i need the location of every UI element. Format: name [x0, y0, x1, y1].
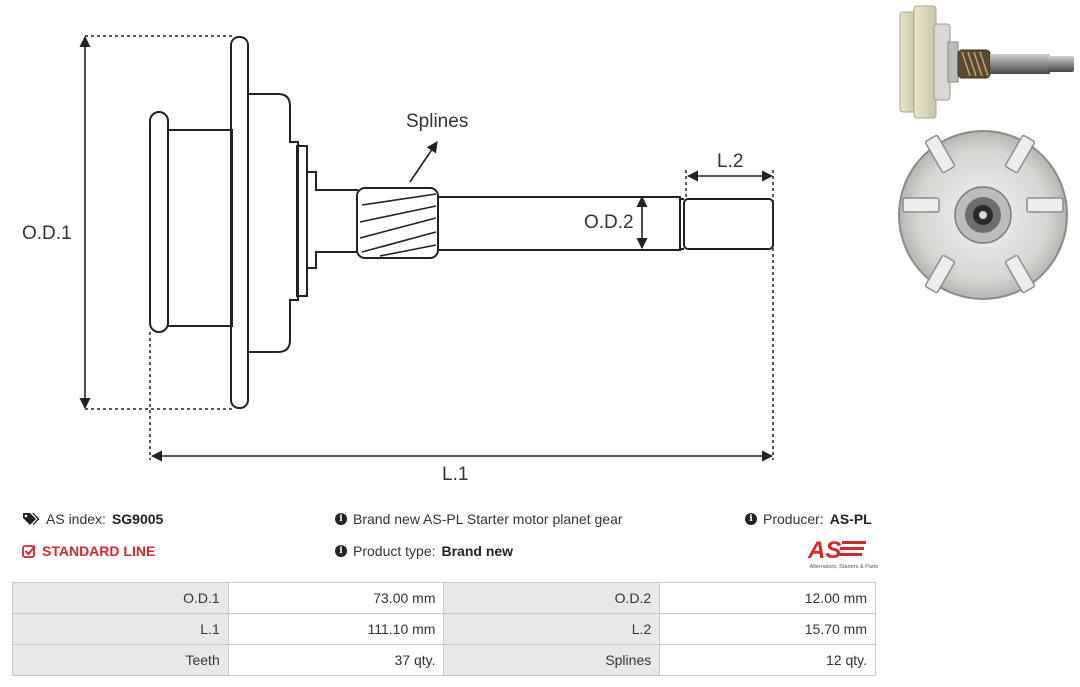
spec-key: Teeth [12, 644, 229, 676]
od2-label: O.D.2 [584, 212, 634, 233]
product-type-prefix: Product type: [353, 543, 436, 559]
splines-label: Splines [406, 111, 469, 132]
table-row: L.1 111.10 mm L.2 15.70 mm [12, 613, 876, 645]
table-row: Teeth 37 qty. Splines 12 qty. [12, 644, 876, 676]
info-icon: i [745, 513, 757, 525]
product-type-value: Brand new [441, 543, 514, 559]
spec-value: 15.70 mm [659, 613, 876, 645]
product-photo-side [899, 5, 1074, 119]
info-icon: i [335, 545, 347, 557]
gear-hub [167, 129, 233, 327]
spec-key: L.1 [12, 613, 229, 645]
spec-value: 12 qty. [659, 644, 876, 676]
spec-value: 37 qty. [227, 644, 445, 676]
product-photo-front [898, 130, 1068, 300]
spec-key: L.2 [443, 613, 661, 645]
l2-label: L.2 [717, 151, 744, 172]
shaft [438, 196, 681, 251]
technical-drawing [79, 35, 774, 462]
shaft-tip [683, 198, 774, 250]
gear-end-cap [149, 111, 169, 333]
product-type: i Product type: Brand new [335, 543, 513, 559]
standard-line-label: STANDARD LINE [42, 543, 156, 559]
spec-value: 73.00 mm [227, 582, 445, 614]
as-index: AS index: SG9005 [22, 511, 163, 527]
description-text: Brand new AS-PL Starter motor planet gea… [353, 511, 623, 527]
spec-value: 12.00 mm [659, 582, 876, 614]
producer-value: AS-PL [829, 511, 872, 527]
as-index-prefix: AS index: [46, 511, 106, 527]
shaft-step [307, 171, 358, 269]
spec-key: O.D.2 [443, 582, 661, 614]
gear-flange [296, 145, 308, 297]
standard-line: STANDARD LINE [22, 543, 155, 559]
svg-text:AS: AS [807, 537, 841, 564]
spec-table: O.D.1 73.00 mm O.D.2 12.00 mm L.1 111.10… [12, 582, 876, 676]
gear-disc [230, 36, 249, 409]
producer: i Producer: AS-PL [745, 511, 872, 527]
svg-text:Alternators, Starters & Parts: Alternators, Starters & Parts [810, 564, 879, 570]
spec-key: Splines [443, 644, 661, 676]
as-index-value: SG9005 [111, 511, 164, 527]
as-pl-logo: AS Alternators, Starters & Parts [790, 536, 880, 570]
check-square-icon [22, 545, 36, 558]
od1-label: O.D.1 [22, 223, 72, 244]
gear-boss [248, 93, 299, 353]
info-icon: i [335, 513, 347, 525]
table-row: O.D.1 73.00 mm O.D.2 12.00 mm [12, 582, 876, 614]
producer-prefix: Producer: [763, 511, 824, 527]
logo-graphic: AS Alternators, Starters & Parts [807, 537, 879, 570]
l1-label: L.1 [442, 464, 469, 485]
spec-key: O.D.1 [12, 582, 229, 614]
spec-value: 111.10 mm [227, 613, 445, 645]
description: i Brand new AS-PL Starter motor planet g… [335, 511, 623, 527]
tags-icon [23, 513, 40, 525]
spline-section [356, 187, 439, 259]
